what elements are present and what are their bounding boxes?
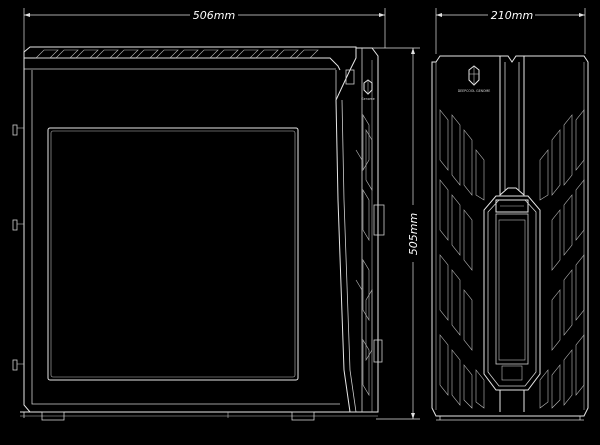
- front-view: DEEPCOOL GENOME: [431, 55, 589, 421]
- inner-reservoir: [495, 213, 529, 365]
- side-clip-lower: [373, 339, 383, 363]
- side-view: Genome: [12, 46, 385, 421]
- side-bezel-pattern: [355, 113, 373, 397]
- dimension-label-width-front: 210mm: [491, 9, 533, 22]
- front-left-pattern: [439, 109, 485, 409]
- rear-ports: [12, 124, 24, 371]
- front-io-panel: [345, 69, 355, 85]
- dimension-width-side: 506mm: [23, 8, 386, 58]
- dimension-label-width-side: 506mm: [193, 9, 235, 22]
- front-center-window: [483, 195, 541, 391]
- brand-logo-icon: [363, 79, 373, 95]
- front-right-pattern: [539, 109, 585, 409]
- feet: [41, 411, 315, 421]
- odd-bay: [495, 199, 529, 213]
- dimension-width-front: 210mm: [435, 8, 586, 54]
- top-vent-slots: [35, 49, 319, 59]
- dimension-label-height: 505mm: [407, 213, 420, 255]
- side-window: [47, 127, 299, 381]
- brand-name: Genome: [361, 97, 375, 101]
- front-brand-label: DEEPCOOL GENOME: [458, 89, 491, 93]
- side-clip-upper: [373, 204, 385, 236]
- dimension-height: 505mm: [356, 47, 420, 420]
- front-logo-icon: [468, 65, 480, 86]
